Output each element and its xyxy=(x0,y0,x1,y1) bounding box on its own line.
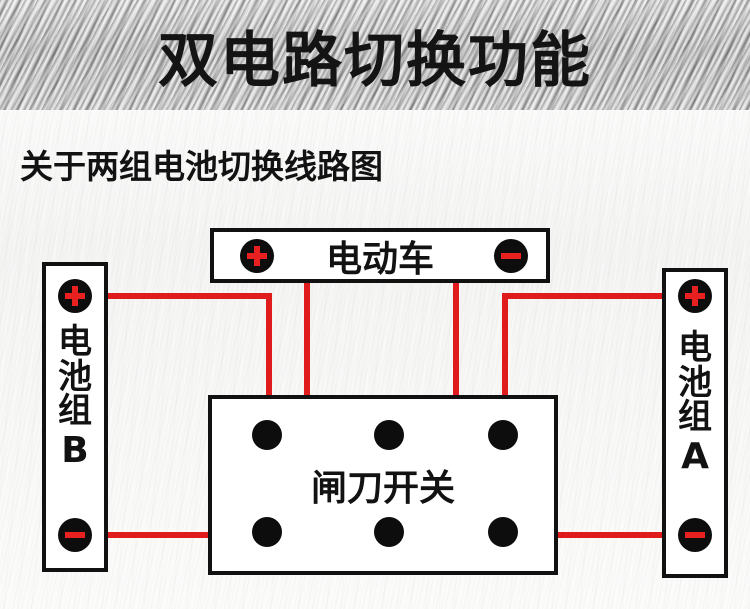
battery-pack-a-name-char-3: 组 xyxy=(678,397,712,438)
plus-sign-icon xyxy=(65,286,85,306)
battery-pack-a-label: 电 池 组 A xyxy=(662,331,728,476)
battery-pack-b-name-char-2: 池 xyxy=(58,356,92,397)
minus-sign-icon xyxy=(65,525,85,545)
electric-vehicle-label: 电动车 xyxy=(325,238,434,280)
minus-sign-icon xyxy=(685,525,705,545)
knife-switch-label: 闸刀开关 xyxy=(310,468,455,509)
title-banner xyxy=(0,0,750,110)
battery-a-negative-terminal-icon xyxy=(678,518,712,552)
battery-b-positive-terminal-icon xyxy=(58,279,92,313)
battery-pack-a-name-char-1: 电 xyxy=(678,328,712,368)
battery-pack-a-name-char-2: 池 xyxy=(678,362,712,403)
battery-pack-a-letter: A xyxy=(681,436,709,478)
wire-batteryA-plus-horizontal xyxy=(502,293,682,299)
plus-sign-icon xyxy=(685,286,705,306)
battery-a-positive-terminal-icon xyxy=(678,279,712,313)
battery-b-negative-terminal-icon xyxy=(58,518,92,552)
battery-pack-b-letter: B xyxy=(61,430,89,472)
battery-pack-b-label: 电 池 组 B xyxy=(42,325,108,470)
battery-pack-b-name-char-3: 组 xyxy=(58,391,92,432)
page-subtitle: 关于两组电池切换线路图 xyxy=(20,147,383,186)
battery-pack-b-name-char-1: 电 xyxy=(58,322,92,362)
page-title: 双电路切换功能 xyxy=(158,25,592,96)
